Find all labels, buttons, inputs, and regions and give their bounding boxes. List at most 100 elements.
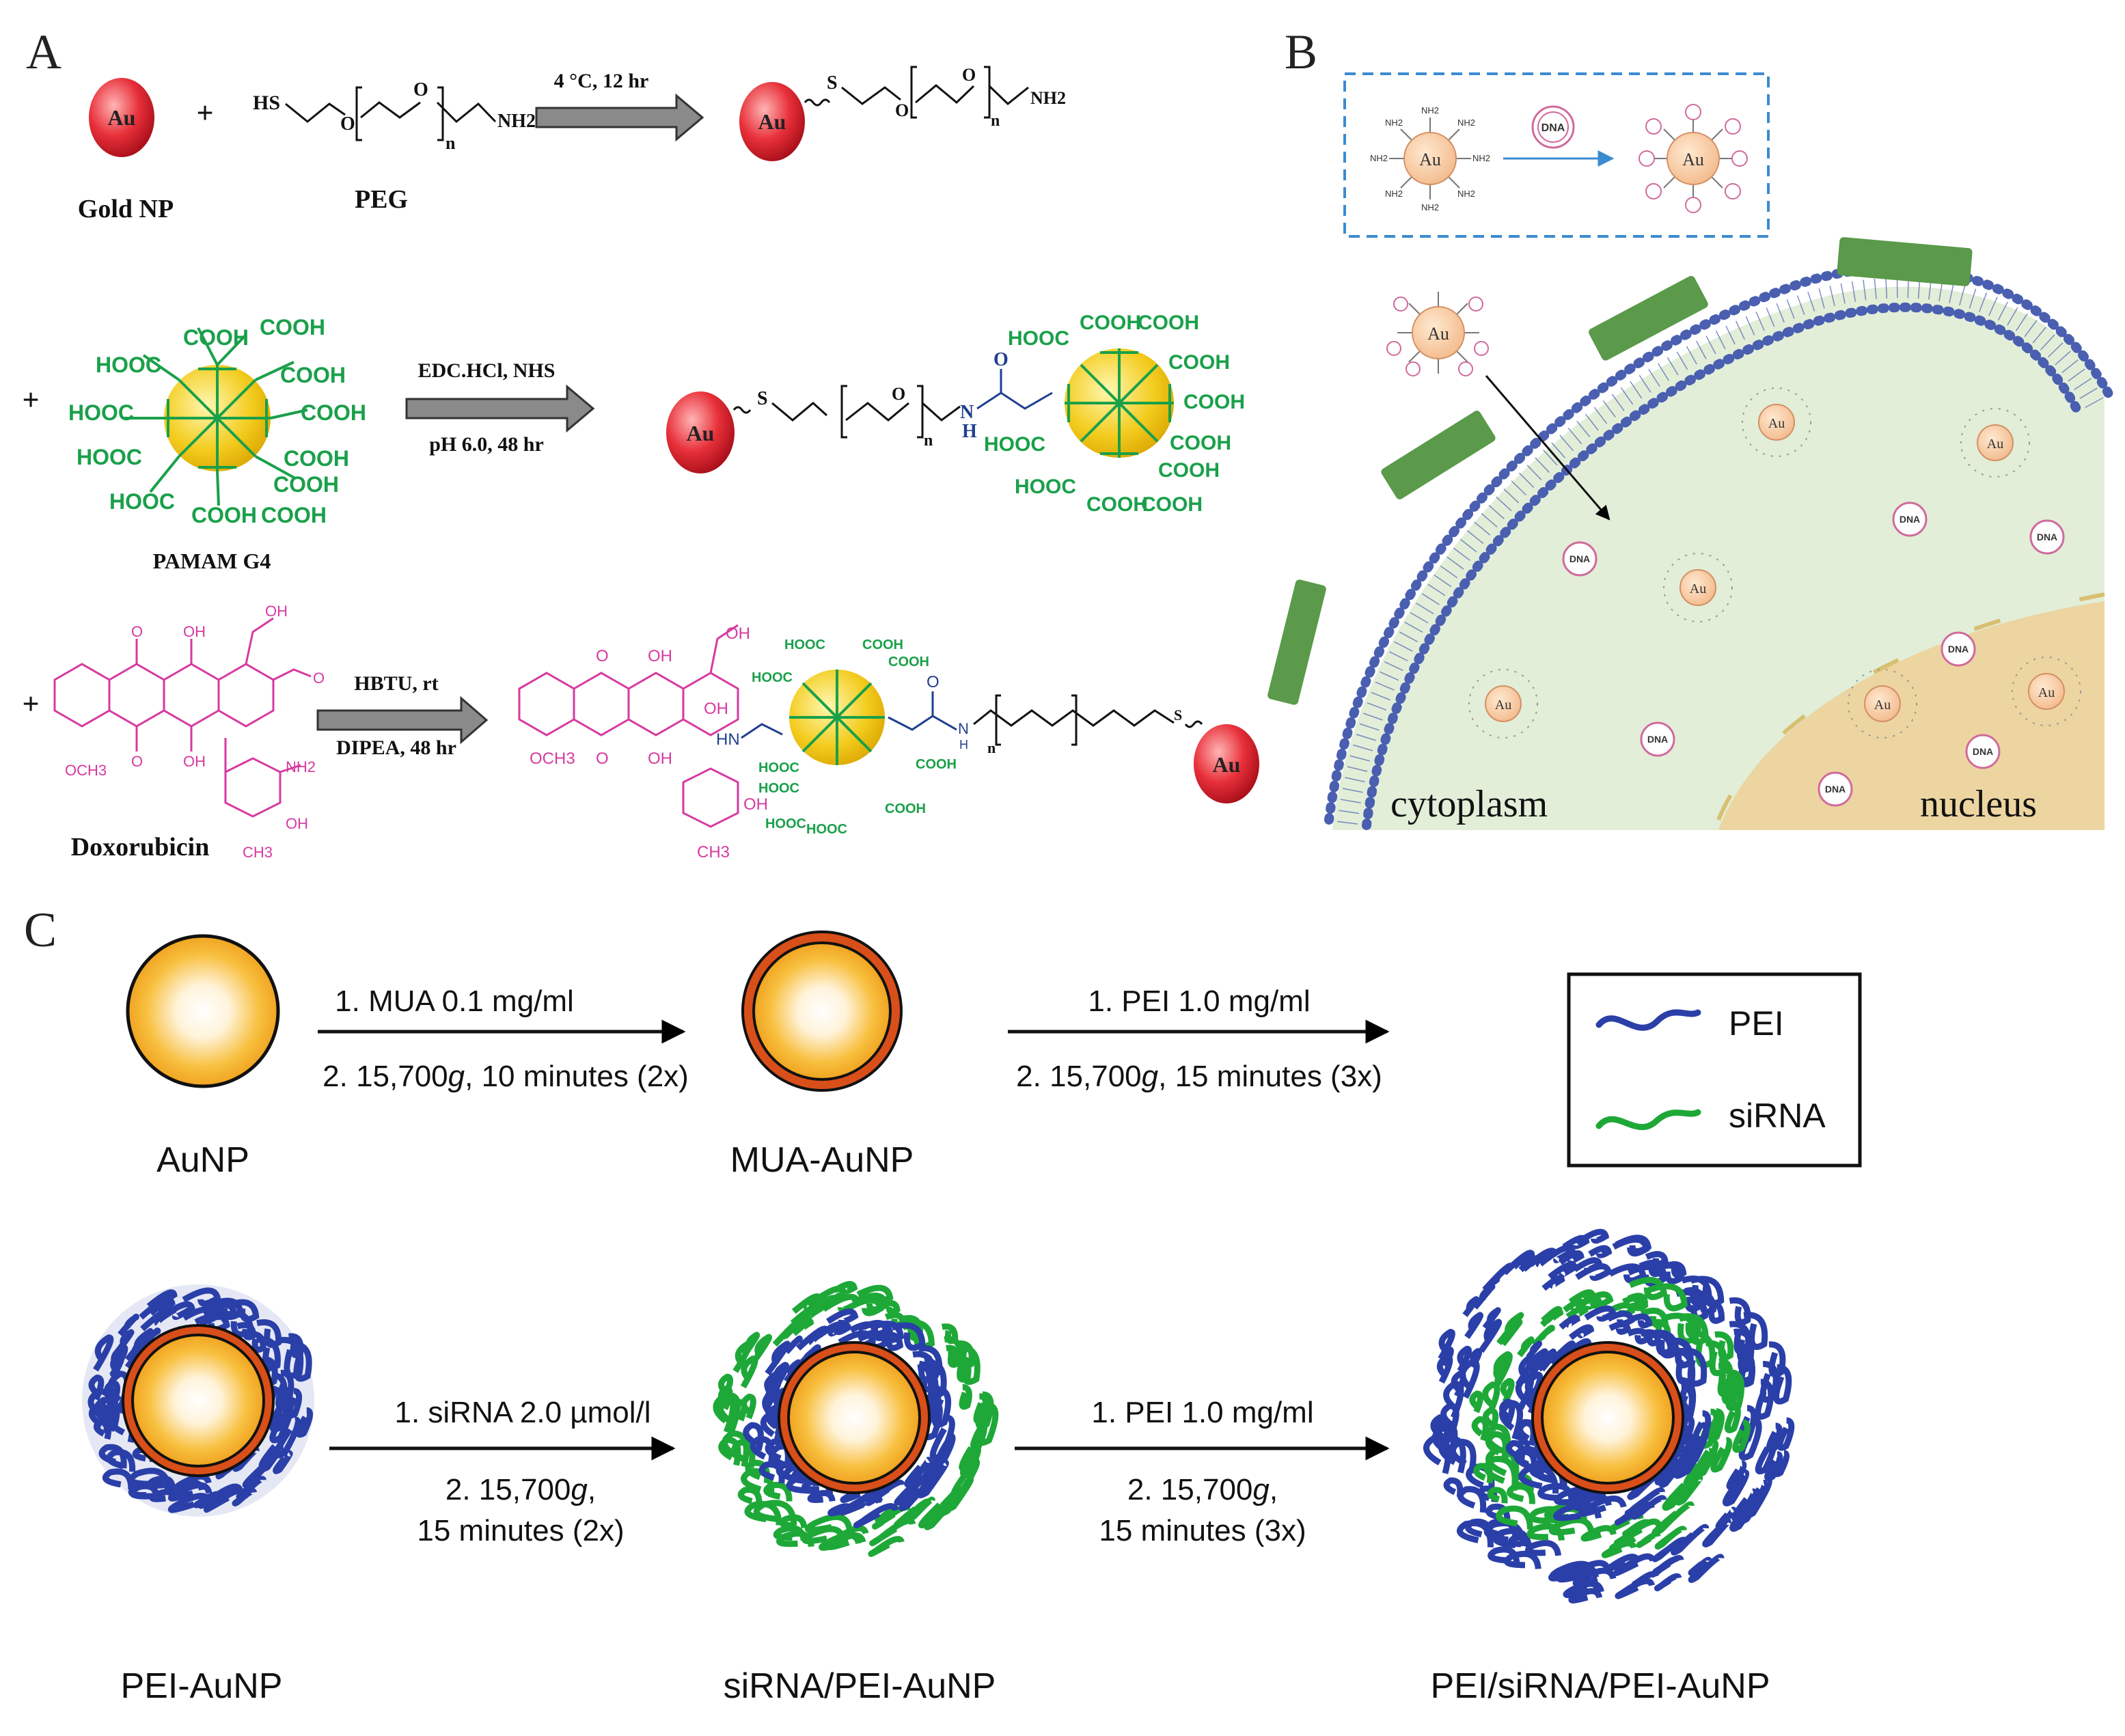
peg-label: PEG [355,185,408,214]
pamam-branches [123,327,308,506]
svg-text:NH2: NH2 [1472,153,1490,163]
polymer-strand [1485,1503,1511,1522]
polymer-strand [93,1334,114,1372]
svg-text:DNA: DNA [1948,644,1969,655]
polymer-strand [1764,1451,1783,1482]
svg-text:OH: OH [648,647,672,665]
svg-text:COOH: COOH [183,325,249,350]
polymer-strand [1526,1523,1565,1541]
polymer-strand [1554,1486,1602,1506]
receptor-4 [1837,237,1973,286]
pei-aunp-particle: PEI-AuNP [82,1284,314,1706]
plus-sign-3: + [22,687,39,721]
step-c2: 1. PEI 1.0 mg/ml 2. 15,700g, 15 minutes … [1008,984,1390,1093]
product1-end [988,85,1029,105]
polymer-strand [1651,1501,1695,1536]
conjugate-amide-n: N [958,720,969,737]
aunp-particle: AuNP [126,934,280,1180]
polymer-strand [879,1299,901,1315]
doxorubicin-label: Doxorubicin [71,833,210,862]
polymer-strand [1548,1569,1576,1582]
polymer-strand [1574,1295,1603,1310]
step-c2-line2: 2. 15,700g, 15 minutes (3x) [1016,1060,1382,1093]
polymer-strand [1701,1298,1725,1324]
binding-inset-box [1343,72,1770,238]
polymer-strand [1572,1560,1612,1577]
svg-text:COOH: COOH [1086,493,1148,516]
peg-bracket-left [355,86,362,141]
uptake-arrow [1485,375,1610,521]
polymer-strand [1647,1283,1688,1312]
conjugate-au-sphere [1194,724,1259,803]
svg-text:COOH: COOH [1080,312,1141,334]
cell-membrane-inner [1362,302,2082,830]
free-dna-6: DNA [1965,734,2001,769]
product2-wavy-link [732,406,752,414]
peg-n: n [445,133,456,153]
product1-au-sphere [739,82,805,161]
legend: PEI siRNA [1567,972,1862,1168]
svg-text:NH2: NH2 [1457,189,1475,199]
polymer-strand [1640,1308,1669,1328]
free-dna-5: DNA [1640,721,1675,757]
polymer-strand [128,1483,161,1499]
svg-text:COOH: COOH [191,503,257,527]
svg-text:Au: Au [1427,324,1449,344]
polymer-strand [742,1332,760,1356]
polymer-strand [1631,1313,1653,1329]
svg-text:COOH: COOH [1170,432,1231,454]
legend-pei-swatch [1595,1009,1701,1031]
svg-text:HOOC: HOOC [758,760,799,775]
svg-text:Au: Au [1874,698,1891,713]
polymer-strand [1522,1348,1548,1386]
polymer-strand [1664,1261,1687,1278]
step-c4-line1: 1. PEI 1.0 mg/ml [1091,1396,1313,1429]
polymer-strand [1539,1350,1558,1372]
polymer-strand [1500,1378,1515,1403]
peg-reactant: HS O O n NH2 PEG [253,79,536,214]
polymer-strand [765,1340,791,1376]
legend-box [1567,972,1862,1168]
polymer-strand [228,1299,260,1323]
polymer-strand [718,1373,734,1401]
polymer-strand [1743,1312,1768,1350]
product2-amide-bond [976,391,1053,410]
step-c3-line2: 2. 15,700g, [445,1473,596,1506]
panel-label-a: A [26,25,61,79]
polymer-strand [732,1399,748,1422]
svg-text:COOH: COOH [862,637,903,652]
polymer-strand [1707,1408,1725,1442]
product1-chain [841,86,901,105]
svg-text:NH2: NH2 [1457,118,1475,128]
svg-text:OH: OH [183,753,206,770]
step-c2-line1: 1. PEI 1.0 mg/ml [1088,984,1310,1018]
polymer-strand [1605,1554,1641,1572]
conjugate-n: n [987,739,996,756]
polymer-strand [1464,1312,1483,1339]
polymer-strand [1541,1275,1565,1291]
product2-amide-n: N [960,402,974,423]
conjugate-pamam-groups: HOOC COOH COOH HOOC COOH HOOC HOOC HOOC … [752,637,957,837]
polymer-strand [1777,1417,1795,1451]
polymer-strand [1553,1502,1602,1521]
step-c4-line3: 15 minutes (3x) [1099,1514,1306,1547]
polymer-strand [1651,1537,1688,1562]
panel-label-c: C [24,903,57,957]
final-inner-coil [1498,1305,1712,1526]
step-c1-line2: 2. 15,700g, 10 minutes (2x) [323,1060,689,1093]
svg-text:Au: Au [1682,150,1704,169]
polymer-strand [744,1500,782,1526]
polymer-strand [1443,1477,1464,1498]
svg-text:COOH: COOH [280,363,346,387]
peg-bracket-right [437,86,444,141]
svg-text:HOOC: HOOC [1008,327,1069,350]
conjugate-pamam-branches [789,670,885,765]
polymer-strand [1766,1422,1783,1452]
polymer-strand [958,1345,981,1386]
product1-s: S [827,72,838,94]
polymer-strand [1524,1540,1562,1556]
svg-text:COOH: COOH [1183,391,1245,413]
polymer-strand [869,1517,916,1547]
